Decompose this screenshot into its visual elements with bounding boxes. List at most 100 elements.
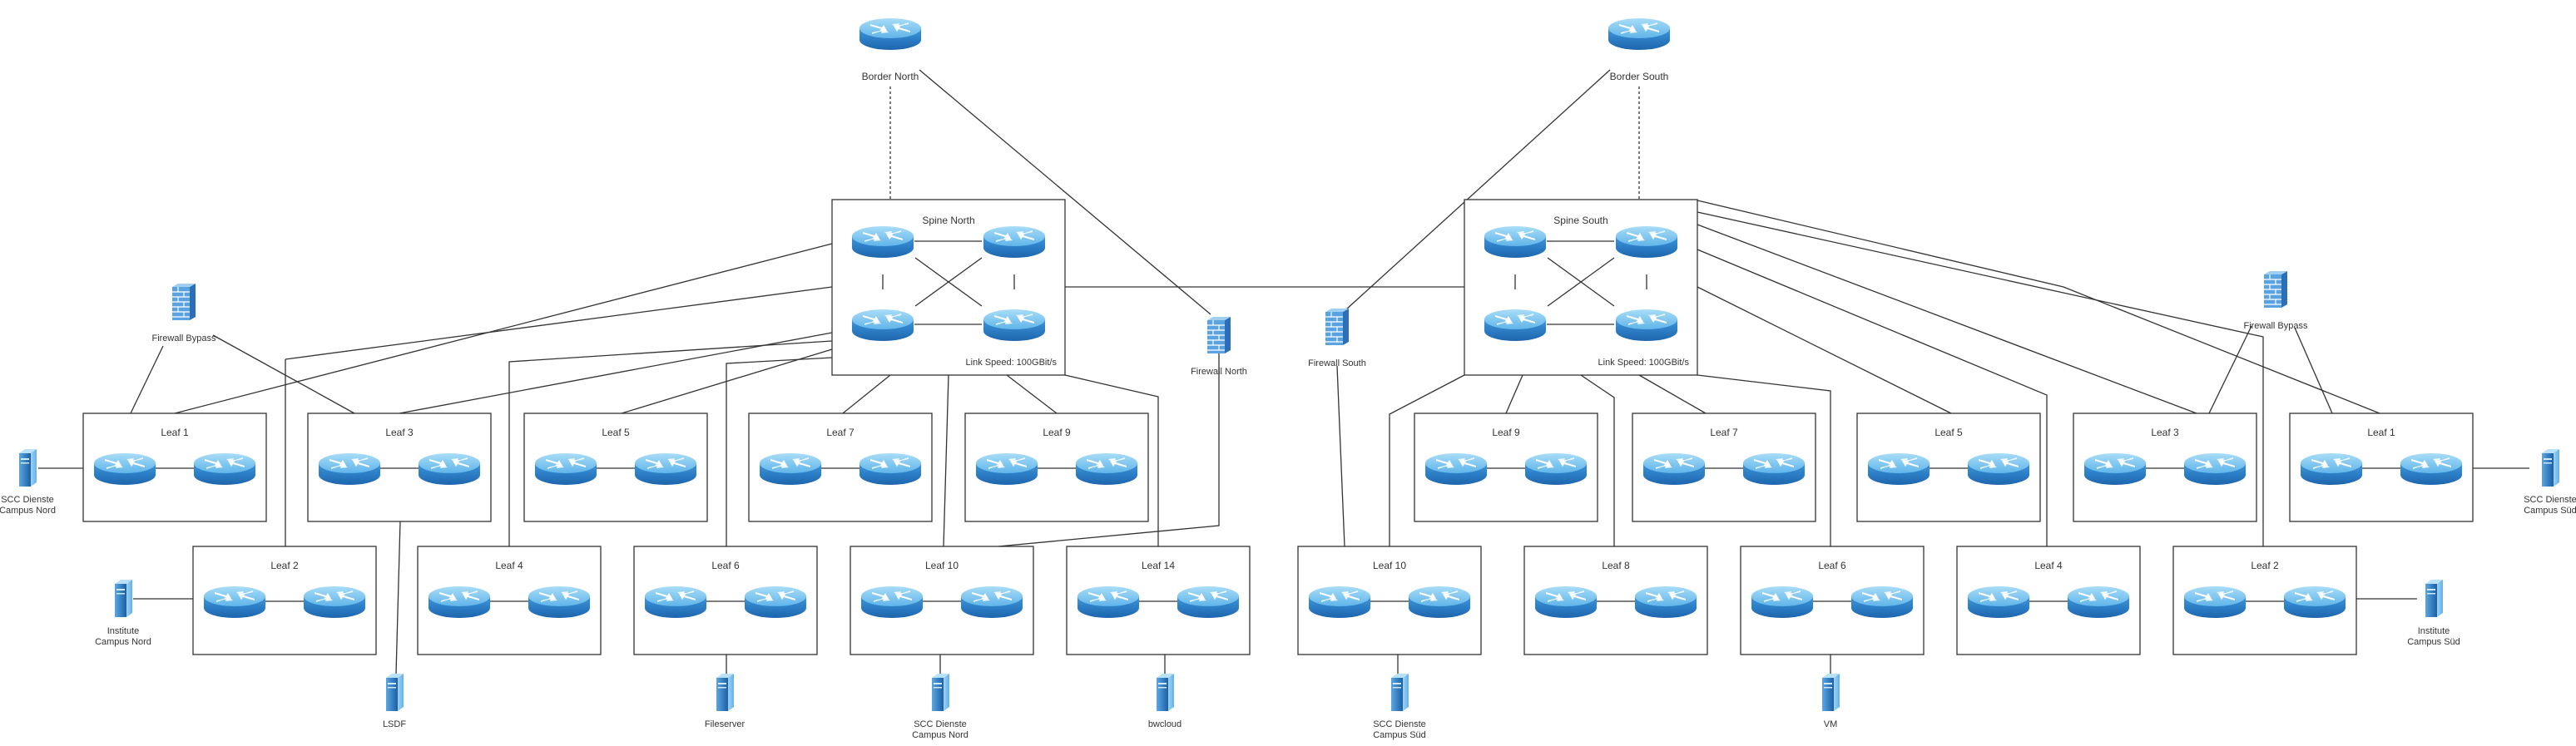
leaf-south-leaf5[interactable]: Leaf 5 <box>1856 413 2041 522</box>
spine-north-title: Spine North <box>922 215 974 226</box>
leaf-label: Leaf 1 <box>161 427 189 438</box>
router-icon <box>1968 453 2029 485</box>
spine-north-to-leaf2 <box>285 286 833 360</box>
router-icon <box>319 453 380 485</box>
leaf-label: Leaf 9 <box>1492 427 1520 438</box>
spine-south[interactable]: Spine South Link Speed: 100GBit/s <box>1464 199 1698 376</box>
firewall-icon <box>1325 308 1350 346</box>
leaf-label: Leaf 6 <box>711 560 740 571</box>
router-icon <box>2068 586 2129 618</box>
leaf-label: Leaf 3 <box>385 427 414 438</box>
server-label-line: Campus Süd <box>2407 637 2460 647</box>
firewall-icon <box>171 283 196 321</box>
router-icon <box>429 586 490 618</box>
leaf-south-leaf4[interactable]: Leaf 4 <box>1956 546 2141 655</box>
server-icon <box>1822 674 1840 711</box>
leaf-north-leaf4[interactable]: Leaf 4 <box>417 546 602 655</box>
spine-north-to-leaf6 <box>726 357 833 546</box>
leaf-north-leaf3[interactable]: Leaf 3 <box>307 413 492 522</box>
server-bwcloud[interactable]: bwcloud <box>1148 674 1181 729</box>
server-vm[interactable]: VM <box>1822 674 1840 729</box>
leaf-label: Leaf 10 <box>1373 560 1406 571</box>
firewall-icon <box>1206 316 1231 354</box>
leaf-label: Leaf 1 <box>2367 427 2395 438</box>
server-label-line: Institute <box>107 626 140 636</box>
border-north[interactable]: Border North <box>859 18 921 82</box>
firewall-bypass-north[interactable]: Firewall Bypass <box>151 283 216 343</box>
fw-bypass-south-to-leaf1 <box>2294 327 2333 414</box>
leaf-north-leaf1[interactable]: Leaf 1 <box>82 413 267 522</box>
spine-north-speed: Link Speed: 100GBit/s <box>966 358 1058 368</box>
spine-north-to-leaf9 <box>1006 374 1058 414</box>
spine-south-to-leaf7 <box>1638 374 1707 414</box>
leaf-south-leaf7[interactable]: Leaf 7 <box>1632 413 1816 522</box>
leaf-north-leaf7[interactable]: Leaf 7 <box>748 413 933 522</box>
leaf-label: Leaf 8 <box>1602 560 1630 571</box>
firewall-bypass-south[interactable]: Firewall Bypass <box>2243 270 2308 331</box>
leaf-north-leaf2[interactable]: Leaf 2 <box>192 546 377 655</box>
router-icon <box>528 586 590 618</box>
fw-bypass-south-to-leaf3 <box>2208 325 2252 414</box>
firewall-south-label: Firewall South <box>1308 358 1366 368</box>
router-icon <box>2084 453 2146 485</box>
leaf-south-leaf9[interactable]: Leaf 9 <box>1414 413 1598 522</box>
leaf-north-leaf5[interactable]: Leaf 5 <box>523 413 708 522</box>
leaf-south-leaf10[interactable]: Leaf 10 <box>1297 546 1482 655</box>
router-icon <box>635 453 696 485</box>
spine-south-to-leaf3 <box>1697 224 2197 414</box>
leaf-south-leaf1[interactable]: Leaf 1 <box>2289 413 2474 522</box>
router-icon <box>961 586 1023 618</box>
firewall-icon <box>2263 270 2288 309</box>
connection-lines <box>38 69 2529 674</box>
spine-south-to-leaf1 <box>1697 200 2380 414</box>
firewall-north-label: Firewall North <box>1191 367 1247 377</box>
server-lsdf[interactable]: LSDF <box>383 674 406 729</box>
leaf-south-leaf6[interactable]: Leaf 6 <box>1740 546 1925 655</box>
leaf-north-leaf9[interactable]: Leaf 9 <box>964 413 1149 522</box>
server-label-line: Campus Nord <box>912 730 968 740</box>
router-icon <box>2184 586 2246 618</box>
leaf-south-leaf8[interactable]: Leaf 8 <box>1523 546 1708 655</box>
firewall-bypass-north-label: Firewall Bypass <box>151 333 216 343</box>
server-icon <box>2425 580 2443 617</box>
server-label-line: SCC Dienste <box>1373 719 1426 729</box>
leaf-south-leaf2[interactable]: Leaf 2 <box>2172 546 2357 655</box>
router-icon <box>204 586 265 618</box>
lsdf-link <box>395 521 401 674</box>
server-label-line: Fileserver <box>705 719 746 729</box>
spine-south-to-leaf9 <box>1505 374 1523 414</box>
server-label-line: Campus Nord <box>95 637 151 647</box>
firewall-north[interactable]: Firewall North <box>1191 316 1247 377</box>
server-label-line: SCC Dienste <box>914 719 967 729</box>
server-fileserver[interactable]: Fileserver <box>705 674 746 729</box>
spine-north-to-leaf4 <box>508 340 833 546</box>
leaf-north-leaf14[interactable]: Leaf 14 <box>1066 546 1251 655</box>
firewall-south[interactable]: Firewall South <box>1308 308 1366 368</box>
router-icon <box>1968 586 2029 618</box>
leaf-south-leaf3[interactable]: Leaf 3 <box>2073 413 2257 522</box>
server-label-line: bwcloud <box>1148 719 1181 729</box>
spine-south-to-leaf6 <box>1697 374 1831 546</box>
fw-bypass-north-to-leaf1 <box>130 345 164 414</box>
leaf-switches: Leaf 1 Leaf 3 Leaf 5 Leaf 7 Leaf 9 Leaf 2 Leaf… <box>82 413 2474 655</box>
server-icon <box>2542 449 2559 487</box>
router-icon <box>983 226 1045 258</box>
leaf-north-leaf10[interactable]: Leaf 10 <box>850 546 1034 655</box>
firewall-bypass-south-label: Firewall Bypass <box>2243 321 2308 331</box>
router-icon <box>419 453 480 485</box>
leaf-label: Leaf 7 <box>1710 427 1738 438</box>
leaf-north-leaf6[interactable]: Leaf 6 <box>633 546 818 655</box>
border-south[interactable]: Border South <box>1608 18 1670 82</box>
router-icon <box>2400 453 2462 485</box>
router-icon <box>861 586 923 618</box>
router-icon <box>94 453 156 485</box>
spine-north[interactable]: Spine North Link Speed: 100GBit/s <box>831 199 1066 376</box>
router-icon <box>1484 309 1546 341</box>
spine-north-to-leaf14 <box>1064 374 1159 546</box>
